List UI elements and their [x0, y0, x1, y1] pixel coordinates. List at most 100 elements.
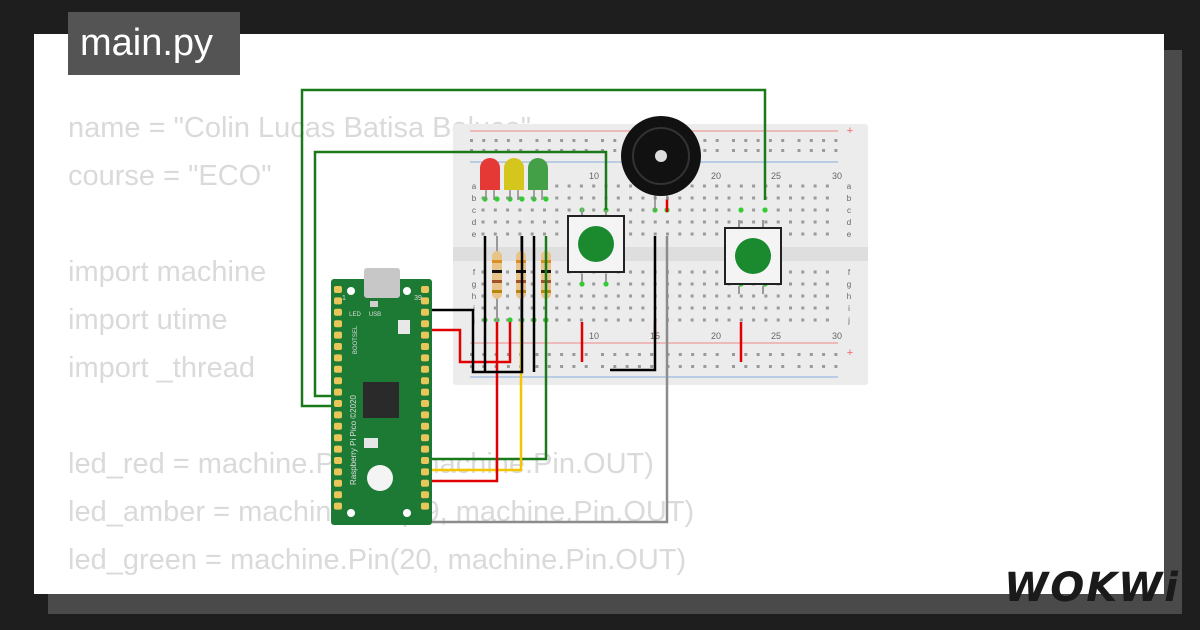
- breadboard-hole: [641, 282, 645, 286]
- breadboard-hole: [530, 294, 534, 298]
- breadboard-hole: [752, 306, 756, 310]
- breadboard-hole: [653, 232, 657, 236]
- breadboard-hole: [555, 208, 559, 212]
- mounting-hole: [403, 287, 411, 295]
- breadboard-hole: [690, 318, 694, 322]
- rail-hole: [756, 353, 760, 356]
- breadboard-hole: [825, 282, 829, 286]
- file-tab[interactable]: main.py: [68, 12, 240, 75]
- breadboard-hole: [530, 208, 534, 212]
- pico-pin: [421, 308, 429, 316]
- row-label: j: [847, 316, 850, 325]
- breadboard-hole: [530, 282, 534, 286]
- rail-hole: [809, 149, 813, 152]
- mounting-hole: [347, 287, 355, 295]
- pico-pin: [334, 354, 342, 362]
- breadboard-hole: [567, 306, 571, 310]
- breadboard-hole: [715, 270, 719, 274]
- breadboard-hole: [555, 306, 559, 310]
- breadboard-hole: [715, 282, 719, 286]
- breadboard-hole: [752, 208, 756, 212]
- column-label: 30: [832, 171, 842, 181]
- breadboard-hole: [690, 282, 694, 286]
- breadboard-hole: [530, 220, 534, 224]
- rail-hole: [572, 365, 576, 368]
- rail-hole: [625, 353, 629, 356]
- rail-hole: [834, 365, 838, 368]
- breadboard-hole: [678, 196, 682, 200]
- pico-pin: [334, 343, 342, 350]
- breadboard-hole: [629, 196, 633, 200]
- breadboard-hole: [666, 220, 669, 224]
- pico-bootsel-label: BOOTSEL: [353, 325, 359, 354]
- breadboard-hole: [493, 208, 497, 212]
- rail-hole: [470, 365, 473, 368]
- breadboard-hole: [825, 306, 829, 310]
- column-label: 25: [771, 171, 781, 181]
- row-label: c: [847, 206, 851, 215]
- breadboard-hole: [678, 270, 682, 274]
- rail-hole: [703, 365, 707, 368]
- breadboard-hole: [555, 294, 559, 298]
- rail-hole: [809, 353, 813, 356]
- breadboard-hole: [592, 208, 596, 212]
- breadboard-hole: [493, 232, 497, 236]
- breadboard-hole: [530, 306, 534, 310]
- rail-hole: [822, 149, 826, 152]
- breadboard-hole: [739, 294, 743, 298]
- breadboard-hole: [776, 220, 780, 224]
- breadboard-hole: [579, 294, 583, 298]
- breadboard-hole: [752, 220, 756, 224]
- breadboard-hole: [702, 318, 706, 322]
- code-line: import _thread: [68, 352, 255, 384]
- rail-hole: [756, 149, 760, 152]
- breadboard-hole: [825, 318, 829, 322]
- breadboard-hole: [702, 270, 706, 274]
- usb-connector: [364, 268, 400, 298]
- breadboard-hole: [739, 196, 743, 200]
- breadboard-hole: [690, 196, 694, 200]
- led: [480, 158, 500, 190]
- breadboard-hole: [493, 306, 497, 310]
- breadboard-hole: [801, 294, 805, 298]
- pico-pin: [421, 388, 429, 396]
- pico-pin: [421, 491, 429, 499]
- breadboard-hole: [555, 184, 559, 188]
- breadboard-hole: [776, 294, 780, 298]
- rail-hole: [834, 149, 838, 152]
- breadboard-hole: [592, 318, 596, 322]
- rail-hole: [703, 149, 707, 152]
- breadboard-hole: [629, 220, 633, 224]
- breadboard-hole: [616, 294, 620, 298]
- breadboard-hole: [641, 318, 645, 322]
- resistor-band: [492, 260, 502, 263]
- rail-hole: [732, 353, 735, 356]
- rail-hole: [715, 365, 719, 368]
- rail-hole: [572, 139, 576, 142]
- rail-hole: [613, 353, 617, 356]
- rail-hole: [547, 365, 551, 368]
- connection-dot: [519, 196, 525, 202]
- rail-hole: [494, 139, 498, 142]
- breadboard-hole: [592, 282, 596, 286]
- breadboard-hole: [764, 294, 768, 298]
- black-wire: [425, 236, 524, 374]
- breadboard-hole: [629, 282, 633, 286]
- breadboard-hole: [789, 208, 792, 212]
- breadboard-hole: [629, 294, 633, 298]
- pico-led: [370, 301, 378, 307]
- pico-pad: [364, 438, 378, 448]
- wokwi-logo[interactable]: WOKWi: [1004, 565, 1180, 611]
- breadboard-hole: [764, 306, 768, 310]
- breadboard-hole: [506, 220, 510, 224]
- connection-dot: [482, 196, 488, 202]
- breadboard-hole: [616, 208, 620, 212]
- rail-hole: [560, 353, 564, 356]
- breadboard-hole: [629, 318, 633, 322]
- breadboard-hole: [715, 184, 719, 188]
- rail-hole: [781, 149, 785, 152]
- breadboard-hole: [715, 196, 719, 200]
- breadboard-hole: [776, 318, 780, 322]
- rail-hole: [506, 365, 510, 368]
- breadboard-hole: [825, 196, 829, 200]
